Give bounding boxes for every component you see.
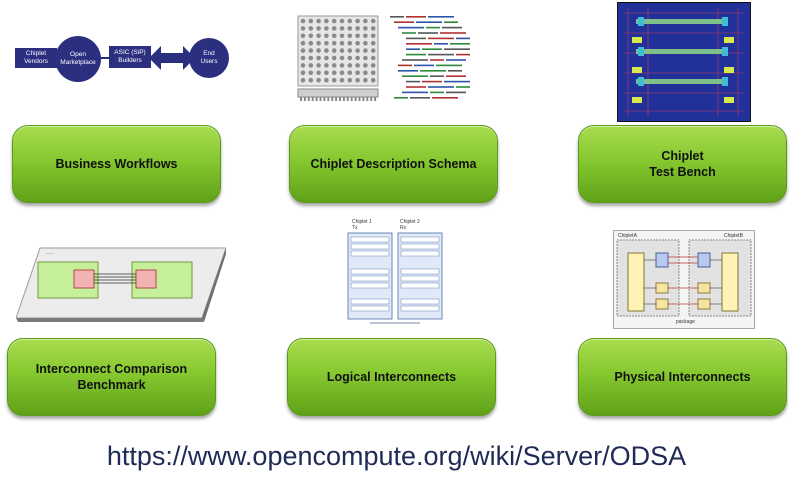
open-marketplace-label: Open Marketplace bbox=[60, 51, 96, 66]
logical-interconnects-label: Logical Interconnects bbox=[326, 370, 457, 384]
protocol-stack-graphic bbox=[347, 232, 443, 324]
chiplet-test-bench-tile[interactable]: Chiplet Test Bench bbox=[578, 125, 787, 203]
interconnect-comparison-benchmark-label: Interconnect Comparison Benchmark bbox=[35, 362, 188, 392]
open-marketplace-circle: Open Marketplace bbox=[55, 36, 101, 82]
marketplace-connector bbox=[101, 57, 111, 59]
physical-interconnects-label: Physical Interconnects bbox=[614, 370, 751, 384]
chiplet-a-label: ChipletA bbox=[618, 233, 637, 239]
chiplet-test-bench-label: Chiplet Test Bench bbox=[649, 149, 716, 179]
svg-text:——: —— bbox=[46, 250, 54, 255]
asic-builders-label: ASIC (SiP) Builders bbox=[114, 49, 146, 64]
odsa-wiki-url[interactable]: https://www.opencompute.org/wiki/Server/… bbox=[106, 441, 687, 471]
business-workflows-label: Business Workflows bbox=[55, 157, 178, 171]
double-arrow-icon bbox=[149, 46, 195, 70]
chip-layout-graphic bbox=[618, 3, 750, 121]
xml-schema-snippet-image bbox=[388, 12, 493, 104]
logical-interconnect-stack-image: Chiplet 1 Tx Chiplet 2 Rx bbox=[342, 219, 448, 329]
interconnect-comparison-image: —— bbox=[15, 240, 227, 324]
chiplet-description-schema-tile[interactable]: Chiplet Description Schema bbox=[289, 125, 498, 203]
chiplet1-title: Chiplet 1 bbox=[352, 219, 372, 225]
end-users-label: End Users bbox=[200, 50, 218, 65]
test-bench-layout-image bbox=[617, 2, 751, 122]
package-label: package bbox=[676, 319, 695, 325]
asic-builders-box: ASIC (SiP) Builders bbox=[109, 46, 151, 68]
interconnect-board-graphic: —— bbox=[15, 247, 227, 322]
end-users-circle: End Users bbox=[189, 38, 229, 78]
chiplet-description-schema-label: Chiplet Description Schema bbox=[310, 157, 477, 171]
chiplet-b-label: ChipletB bbox=[724, 233, 743, 239]
chiplet-vendors-label: Chiplet Vendors bbox=[24, 50, 48, 65]
phy-block-graphic bbox=[616, 239, 752, 317]
chiplet2-subtitle: Rx bbox=[400, 225, 407, 231]
xml-code-graphic bbox=[390, 16, 470, 99]
chiplet2-title: Chiplet 2 bbox=[400, 219, 420, 225]
chiplet-package-grid-image bbox=[297, 15, 379, 103]
logical-interconnects-tile[interactable]: Logical Interconnects bbox=[287, 338, 496, 416]
interconnect-comparison-benchmark-tile[interactable]: Interconnect Comparison Benchmark bbox=[7, 338, 216, 416]
business-workflow-diagram: Chiplet Vendors Open Marketplace ASIC (S… bbox=[15, 30, 229, 90]
bga-grid-graphic bbox=[297, 15, 379, 101]
physical-interconnect-image: ChipletA ChipletB package bbox=[613, 230, 755, 329]
chiplet1-subtitle: Tx bbox=[352, 225, 358, 231]
chiplet-vendors-box: Chiplet Vendors bbox=[15, 48, 57, 68]
business-workflows-tile[interactable]: Business Workflows bbox=[12, 125, 221, 203]
physical-interconnects-tile[interactable]: Physical Interconnects bbox=[578, 338, 787, 416]
